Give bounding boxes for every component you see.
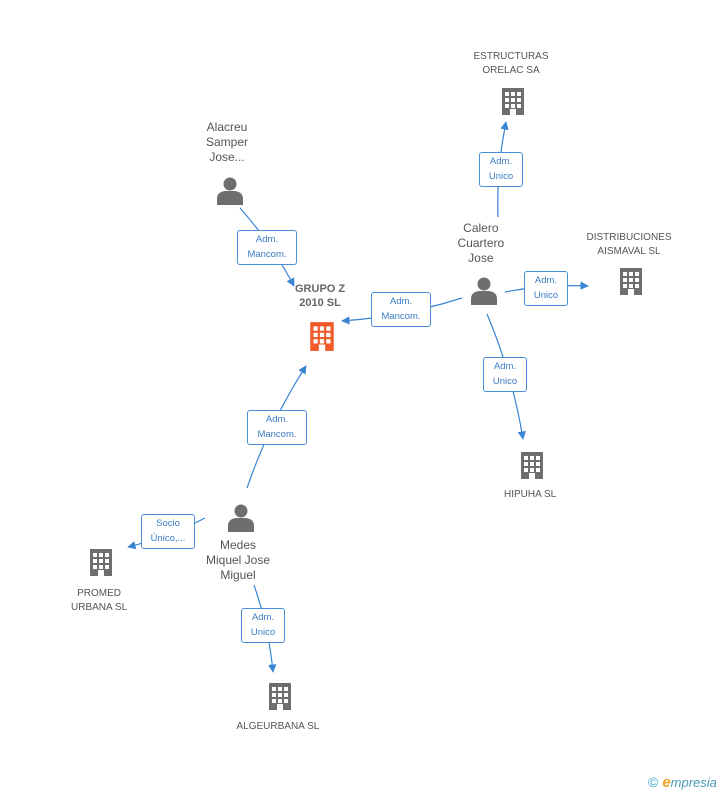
node-label-line: HIPUHA SL bbox=[504, 489, 557, 500]
node-label-line: Cuartero bbox=[457, 236, 505, 250]
edge-label-line: Socio bbox=[156, 518, 180, 529]
estructuras-label[interactable]: ESTRUCTURAS ORELAC SA bbox=[474, 50, 549, 78]
estructuras-building-icon[interactable] bbox=[498, 86, 528, 121]
edge-label-line: Adm. bbox=[389, 296, 413, 307]
calero-person-icon[interactable] bbox=[469, 276, 499, 311]
promed-building-icon[interactable] bbox=[86, 547, 116, 582]
node-label-line: Medes bbox=[220, 538, 257, 552]
brand-name: mpresia bbox=[670, 775, 717, 790]
distribuciones-building-icon[interactable] bbox=[616, 266, 646, 301]
edge-label-line: Adm. bbox=[534, 275, 558, 286]
node-label-line: Samper bbox=[206, 135, 249, 149]
edge-label-line: Unico bbox=[488, 171, 514, 182]
edge-label-line: Mancom. bbox=[257, 429, 297, 440]
hipuha-label[interactable]: HIPUHA SL bbox=[504, 488, 556, 502]
edge-label-line: Unico bbox=[533, 290, 559, 301]
hipuha-building-icon[interactable] bbox=[517, 450, 547, 485]
edge-label-line: Adm. bbox=[251, 612, 275, 623]
footer-brand[interactable]: ©empresia bbox=[648, 774, 717, 794]
node-label-line: Calero bbox=[463, 221, 499, 235]
edge-label-line: Mancom. bbox=[381, 311, 421, 322]
algeurbana-label[interactable]: ALGEURBANA SL bbox=[237, 720, 320, 734]
edge-label-medes-to-grupo_z[interactable]: Adm. Mancom. bbox=[247, 410, 307, 445]
edge-label-line: Adm. bbox=[493, 361, 517, 372]
edge-label-line: Unico bbox=[250, 627, 276, 638]
edge-label-line: Único,... bbox=[150, 533, 186, 544]
edge-label-calero-to-estructuras[interactable]: Adm. Unico bbox=[479, 152, 523, 187]
edge-label-calero-to-grupo_z[interactable]: Adm. Mancom. bbox=[371, 292, 431, 327]
edge-label-calero-to-distribuciones[interactable]: Adm. Unico bbox=[524, 271, 568, 306]
alacreu-person-icon[interactable] bbox=[215, 176, 245, 211]
promed-label[interactable]: PROMED URBANA SL bbox=[71, 587, 127, 615]
edge-label-calero-to-hipuha[interactable]: Adm. Unico bbox=[483, 357, 527, 392]
edge-label-line: Mancom. bbox=[247, 249, 287, 260]
grupo_z-building-icon[interactable] bbox=[306, 320, 338, 357]
node-label-line: PROMED bbox=[77, 588, 122, 599]
node-label-line: ORELAC SA bbox=[482, 65, 540, 76]
node-label-line: Jose... bbox=[209, 150, 245, 164]
node-label-line: URBANA SL bbox=[71, 602, 128, 613]
algeurbana-building-icon[interactable] bbox=[265, 681, 295, 716]
edge-label-line: Adm. bbox=[255, 234, 279, 245]
medes-person-icon[interactable] bbox=[226, 503, 256, 538]
edge-label-line: Adm. bbox=[265, 414, 289, 425]
edge-label-alacreu-to-grupo_z[interactable]: Adm. Mancom. bbox=[237, 230, 297, 265]
node-label-line: Alacreu bbox=[206, 120, 248, 134]
node-label-line: Miguel bbox=[220, 568, 256, 582]
node-label-line: 2010 SL bbox=[299, 297, 341, 309]
node-label-line: DISTRIBUCIONES bbox=[586, 232, 672, 243]
node-label-line: Jose bbox=[468, 251, 494, 265]
node-label-line: ALGEURBANA SL bbox=[236, 721, 320, 732]
node-label-line: ESTRUCTURAS bbox=[473, 51, 549, 62]
distribuciones-label[interactable]: DISTRIBUCIONES AISMAVAL SL bbox=[587, 231, 672, 259]
edge-label-line: Unico bbox=[492, 376, 518, 387]
edge-label-medes-to-algeurbana[interactable]: Adm. Unico bbox=[241, 608, 285, 643]
grupo_z-label[interactable]: GRUPO Z 2010 SL bbox=[295, 282, 345, 310]
brand-initial: e bbox=[662, 774, 671, 791]
node-label-line: GRUPO Z bbox=[295, 283, 346, 295]
copyright-symbol: © bbox=[648, 774, 659, 790]
edge-label-line: Adm. bbox=[489, 156, 513, 167]
node-label-line: AISMAVAL SL bbox=[597, 246, 661, 257]
node-label-line: Miquel Jose bbox=[206, 553, 271, 567]
